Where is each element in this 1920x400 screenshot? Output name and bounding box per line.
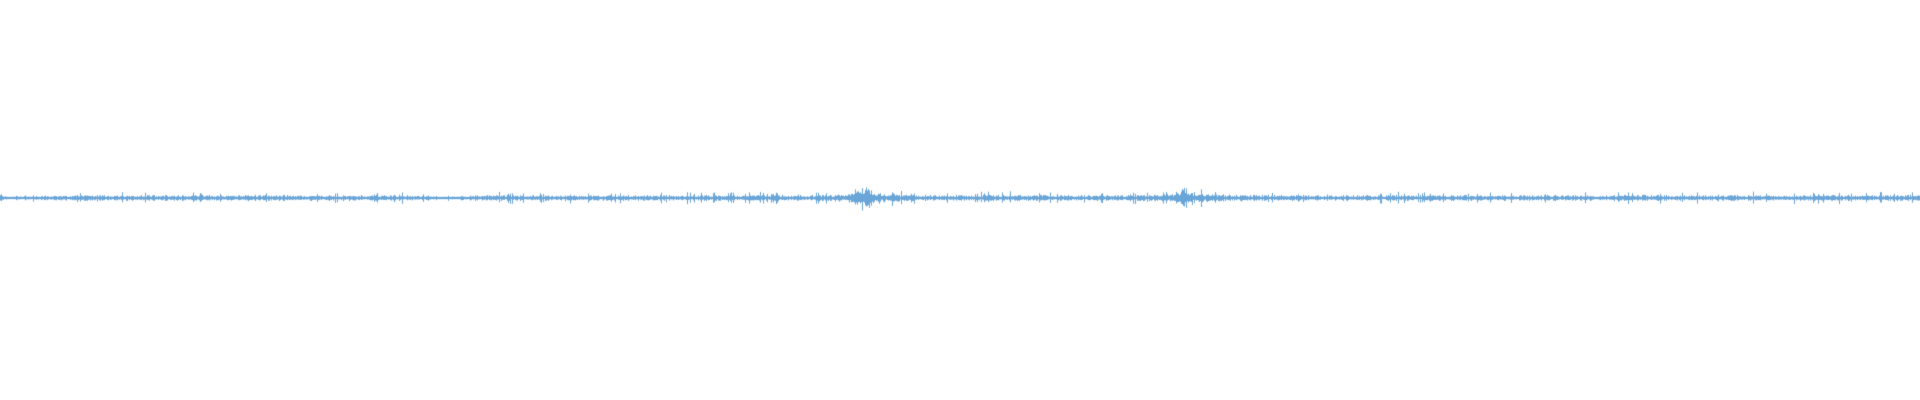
audio-waveform	[0, 0, 1920, 400]
waveform-container	[0, 0, 1920, 400]
